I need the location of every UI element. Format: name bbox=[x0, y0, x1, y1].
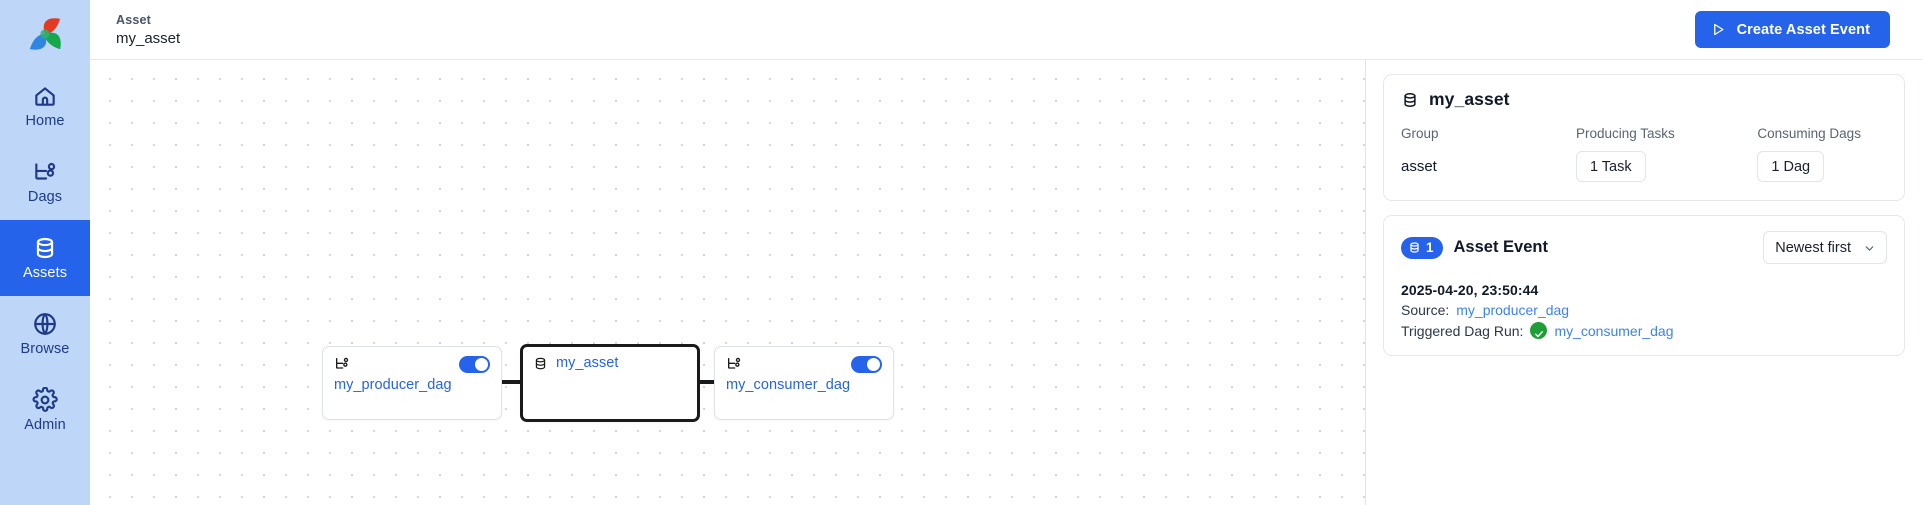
breadcrumb: Asset my_asset bbox=[116, 13, 180, 47]
group-value: asset bbox=[1401, 158, 1437, 175]
assets-database-icon bbox=[32, 235, 58, 261]
database-icon bbox=[1401, 91, 1419, 109]
home-icon bbox=[32, 83, 58, 109]
node-header bbox=[334, 356, 490, 373]
status-badge-success bbox=[1530, 322, 1548, 339]
graph-edge-asset-to-consumer bbox=[696, 380, 720, 384]
main-column: Asset my_asset Create Asset Event bbox=[90, 0, 1922, 505]
sort-order-value: Newest first bbox=[1775, 239, 1851, 256]
event-triggered-label: Triggered Dag Run: bbox=[1401, 322, 1524, 339]
play-icon bbox=[1711, 22, 1726, 37]
producing-tasks-label: Producing Tasks bbox=[1575, 126, 1675, 141]
top-header: Asset my_asset Create Asset Event bbox=[90, 0, 1922, 59]
graph-node-label[interactable]: my_asset bbox=[556, 355, 619, 371]
sidebar-item-label: Assets bbox=[22, 265, 68, 282]
graph-node-label[interactable]: my_producer_dag bbox=[334, 377, 452, 393]
dag-icon bbox=[726, 356, 742, 372]
sidebar-item-label: Home bbox=[25, 113, 65, 130]
consuming-dags-label: Consuming Dags bbox=[1757, 126, 1861, 141]
asset-events-title: Asset Event bbox=[1453, 238, 1548, 256]
node-header: my_asset bbox=[533, 355, 687, 371]
breadcrumb-type: Asset bbox=[116, 12, 152, 27]
sidebar-item-label: Dags bbox=[27, 189, 63, 206]
sidebar-item-dags[interactable]: Dags bbox=[0, 144, 90, 220]
dag-pause-toggle[interactable] bbox=[459, 356, 490, 373]
check-icon bbox=[1534, 326, 1544, 337]
graph-node-consumer-dag[interactable]: my_consumer_dag bbox=[714, 346, 894, 420]
graph-edge-producer-to-asset bbox=[500, 380, 524, 384]
node-header bbox=[726, 356, 882, 373]
page-title: my_asset bbox=[116, 29, 181, 47]
event-source-row: Source: my_producer_dag bbox=[1401, 302, 1887, 318]
producing-tasks-button[interactable]: 1 Task bbox=[1575, 151, 1646, 182]
asset-name: my_asset bbox=[1429, 89, 1510, 109]
sidebar-item-label: Admin bbox=[24, 417, 66, 434]
sidebar-item-assets[interactable]: Assets bbox=[0, 220, 90, 296]
database-icon bbox=[533, 356, 548, 371]
event-timestamp: 2025-04-20, 23:50:44 bbox=[1401, 282, 1539, 298]
sort-order-select[interactable]: Newest first bbox=[1763, 231, 1887, 264]
sidebar: Home Dags Assets bbox=[0, 0, 90, 505]
asset-events-card: 1 Asset Event Newest first bbox=[1383, 215, 1905, 356]
asset-details-panel: my_asset Group Producing Tasks Consuming… bbox=[1366, 60, 1922, 505]
sidebar-item-browse[interactable]: Browse bbox=[0, 296, 90, 372]
graph-node-producer-dag[interactable]: my_producer_dag bbox=[322, 346, 502, 420]
asset-graph-canvas[interactable]: my_producer_dag my_asset bbox=[90, 60, 1366, 505]
consuming-dags-button[interactable]: 1 Dag bbox=[1757, 151, 1825, 182]
event-source-link[interactable]: my_producer_dag bbox=[1456, 302, 1570, 318]
create-asset-event-label: Create Asset Event bbox=[1736, 21, 1870, 38]
gear-icon bbox=[32, 386, 58, 413]
dag-pause-toggle[interactable] bbox=[851, 356, 882, 373]
chevron-down-icon bbox=[1864, 242, 1875, 253]
dag-icon bbox=[334, 356, 350, 372]
airflow-pinwheel-logo[interactable] bbox=[0, 0, 90, 68]
event-triggered-dag-link[interactable]: my_consumer_dag bbox=[1554, 322, 1674, 339]
create-asset-event-button[interactable]: Create Asset Event bbox=[1694, 11, 1890, 48]
airflow-pinwheel-logo-svg bbox=[29, 18, 61, 50]
asset-summary-title: my_asset bbox=[1401, 89, 1887, 110]
event-triggered-row: Triggered Dag Run: my_consumer_dag bbox=[1401, 322, 1887, 339]
sidebar-item-label: Browse bbox=[20, 341, 70, 358]
sidebar-item-admin[interactable]: Admin bbox=[0, 372, 90, 448]
asset-summary-card: my_asset Group Producing Tasks Consuming… bbox=[1383, 74, 1905, 201]
globe-icon bbox=[32, 311, 58, 337]
asset-summary-grid: Group Producing Tasks Consuming Dags ass… bbox=[1401, 126, 1887, 182]
asset-event-list-item: 2025-04-20, 23:50:44 Source: my_producer… bbox=[1401, 282, 1887, 339]
database-icon bbox=[1408, 241, 1421, 254]
asset-events-heading: 1 Asset Event bbox=[1401, 236, 1548, 259]
dag-icon bbox=[32, 159, 58, 185]
event-source-label: Source: bbox=[1401, 302, 1450, 318]
asset-event-count-badge: 1 bbox=[1401, 236, 1443, 259]
sidebar-item-home[interactable]: Home bbox=[0, 68, 90, 144]
graph-node-asset[interactable]: my_asset bbox=[520, 344, 700, 422]
asset-event-count: 1 bbox=[1426, 240, 1434, 255]
asset-events-header: 1 Asset Event Newest first bbox=[1401, 231, 1887, 264]
content-row: my_producer_dag my_asset bbox=[90, 59, 1922, 505]
group-label: Group bbox=[1401, 126, 1439, 141]
graph-node-label[interactable]: my_consumer_dag bbox=[726, 377, 851, 393]
